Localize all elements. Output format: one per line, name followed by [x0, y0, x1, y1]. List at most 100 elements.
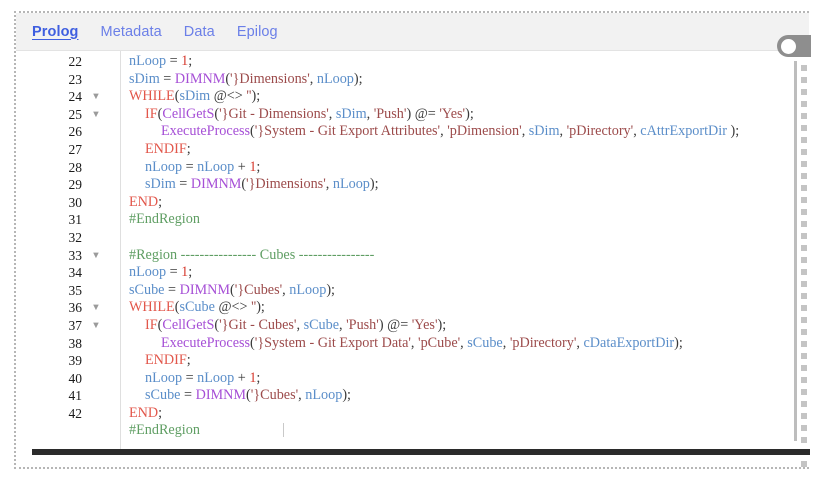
line-number: 35 — [68, 282, 83, 298]
panel-collapse-toggle[interactable] — [777, 35, 811, 57]
code-text: nLoop = 1; — [129, 53, 192, 71]
code-token: DIMNM — [195, 387, 247, 404]
code-token: , — [440, 123, 448, 140]
code-line[interactable]: 37▼IF(CellGetS('}Git - Cubes', sCube, 'P… — [16, 317, 809, 335]
code-text: #EndRegion — [129, 211, 200, 229]
code-token: cDataExportDir — [583, 334, 675, 351]
code-text: WHILE(sCube @<> ''); — [129, 299, 265, 317]
code-token: = — [175, 176, 191, 193]
code-token: CellGetS — [162, 316, 215, 333]
code-token: sCube — [179, 299, 215, 316]
line-number: 36 — [68, 300, 83, 316]
fold-collapse-icon[interactable]: ▼ — [91, 249, 101, 261]
vertical-scrollbar[interactable] — [794, 61, 797, 441]
code-token: sDim — [528, 123, 560, 140]
line-number: 29 — [68, 177, 83, 193]
line-number: 32 — [68, 229, 83, 245]
code-token: ( — [214, 105, 220, 122]
text-caret — [283, 423, 284, 438]
code-token: '}Dimensions' — [230, 70, 310, 87]
code-token: ); — [326, 281, 335, 298]
code-line[interactable]: #EndRegion — [16, 422, 809, 440]
code-text: IF(CellGetS('}Git - Cubes', sCube, 'Push… — [129, 317, 446, 335]
code-token: nLoop — [316, 70, 354, 87]
code-token: ExecuteProcess — [161, 334, 251, 351]
script-editor-panel: Prolog Metadata Data Epilog 22 nLoop = 1; 23 s… — [14, 11, 811, 469]
code-line[interactable]: 29 sDim = DIMNM('}Dimensions', nLoop); — [16, 176, 809, 194]
fold-collapse-icon[interactable]: ▼ — [91, 302, 101, 314]
code-token: ); — [726, 123, 740, 140]
horizontal-scrollbar[interactable] — [32, 449, 810, 455]
code-token: 'Push' — [373, 105, 407, 122]
code-token: #EndRegion — [129, 211, 200, 228]
tab-metadata[interactable]: Metadata — [100, 23, 162, 40]
code-token: 'Yes' — [439, 105, 466, 122]
code-token: @<> — [214, 299, 252, 316]
line-number: 40 — [68, 370, 83, 386]
line-number: 33 — [68, 247, 83, 263]
code-text: ExecuteProcess('}System - Git Export Att… — [129, 123, 739, 141]
code-line[interactable]: 25▼IF(CellGetS('}Git - Dimensions', sDim… — [16, 106, 809, 124]
code-token: , — [366, 105, 374, 122]
code-token: nLoop — [197, 158, 235, 175]
code-line[interactable]: 24▼WHILE(sDim @<> ''); — [16, 88, 809, 106]
code-token: ); — [465, 105, 474, 122]
code-token: sDim — [145, 176, 176, 193]
code-token: ( — [241, 176, 247, 193]
code-token: , — [633, 123, 641, 140]
code-token: , — [296, 316, 304, 333]
code-text: sDim = DIMNM('}Dimensions', nLoop); — [129, 71, 363, 89]
code-token: ); — [353, 70, 363, 87]
code-token: 'Yes' — [411, 316, 438, 333]
code-text: sDim = DIMNM('}Dimensions', nLoop); — [129, 176, 379, 194]
code-line[interactable]: 31#EndRegion — [16, 211, 809, 229]
vertical-scroll-track-dots — [801, 65, 807, 467]
code-line[interactable]: 36 ▼ WHILE(sCube @<> ''); — [16, 299, 809, 317]
code-token: + — [234, 369, 250, 386]
code-token: , — [559, 123, 567, 140]
code-line[interactable]: 22 nLoop = 1; — [16, 53, 809, 71]
code-token: ) — [378, 316, 388, 333]
code-token: nLoop — [332, 176, 370, 193]
tab-data[interactable]: Data — [183, 23, 215, 40]
code-text: IF(CellGetS('}Git - Dimensions', sDim, '… — [129, 106, 474, 124]
code-line[interactable]: 32 — [16, 229, 809, 247]
code-line[interactable]: 23 sDim = DIMNM('}Dimensions', nLoop); — [16, 71, 809, 89]
code-token: ( — [214, 316, 220, 333]
toggle-knob-icon — [781, 38, 796, 54]
code-token: = — [182, 369, 198, 386]
code-token: 1 — [249, 158, 257, 175]
code-line[interactable]: 33▼#Region ---------------- Cubes ------… — [16, 247, 809, 265]
tab-epilog[interactable]: Epilog — [236, 23, 278, 40]
code-token: DIMNM — [190, 176, 242, 193]
line-number: 22 — [68, 54, 83, 69]
code-token: = — [166, 264, 182, 281]
code-token: ); — [251, 88, 261, 105]
code-token: 1 — [181, 264, 189, 281]
code-token: nLoop — [129, 264, 167, 281]
code-token: @= — [387, 316, 412, 333]
fold-collapse-icon[interactable]: ▼ — [91, 319, 101, 331]
code-token: ); — [674, 334, 683, 351]
gutter-separator — [120, 51, 121, 455]
line-number: 41 — [68, 388, 83, 404]
code-token: , — [339, 316, 347, 333]
line-number: 23 — [68, 71, 83, 87]
code-text: ENDIF; — [129, 141, 191, 159]
fold-collapse-icon[interactable]: ▼ — [91, 91, 101, 103]
code-token: ; — [158, 193, 163, 210]
tab-prolog[interactable]: Prolog — [32, 23, 79, 40]
fold-collapse-icon[interactable]: ▼ — [91, 108, 101, 120]
